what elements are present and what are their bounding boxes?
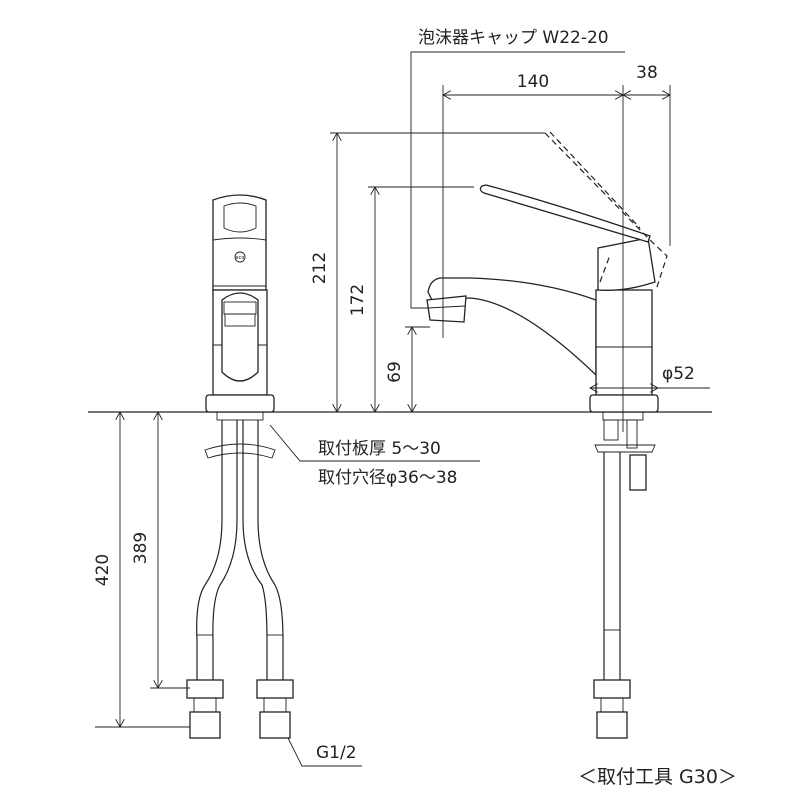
- dim-172: 172: [348, 187, 474, 412]
- mount-callout: 取付板厚 5〜30 取付穴径φ36〜38: [269, 424, 480, 488]
- svg-text:389: 389: [131, 532, 151, 564]
- svg-text:泡沫器キャップ W22-20: 泡沫器キャップ W22-20: [418, 28, 609, 48]
- thread-callout: G1/2: [287, 737, 362, 767]
- svg-text:φ52: φ52: [662, 364, 695, 384]
- dim-69: 69: [385, 327, 430, 412]
- svg-text:69: 69: [385, 361, 405, 383]
- svg-text:212: 212: [310, 252, 330, 284]
- svg-text:38: 38: [636, 63, 658, 83]
- svg-text:140: 140: [517, 72, 549, 92]
- eco-badge: eco: [234, 251, 246, 263]
- dim-212: 212: [310, 133, 545, 412]
- svg-text:G1/2: G1/2: [316, 743, 357, 763]
- dim-38: 38: [623, 63, 670, 95]
- hose-right: [242, 420, 294, 739]
- faucet-front-view: eco: [186, 194, 294, 739]
- svg-text:取付穴径φ36〜38: 取付穴径φ36〜38: [318, 468, 457, 488]
- tool-note: ＜取付工具 G30＞: [578, 766, 737, 788]
- aerator-callout: 泡沫器キャップ W22-20: [410, 28, 625, 309]
- dim-hose-389: 389: [131, 412, 190, 688]
- svg-text:420: 420: [93, 554, 113, 586]
- dim-140: 140: [443, 72, 623, 95]
- svg-text:172: 172: [348, 284, 368, 316]
- hose-left: [186, 420, 238, 739]
- dim-diameter-52: φ52: [590, 364, 710, 388]
- dim-hose-420: 420: [93, 412, 190, 727]
- faucet-side-view: [426, 131, 668, 739]
- svg-text:取付板厚 5〜30: 取付板厚 5〜30: [318, 439, 441, 459]
- svg-text:eco: eco: [236, 255, 245, 261]
